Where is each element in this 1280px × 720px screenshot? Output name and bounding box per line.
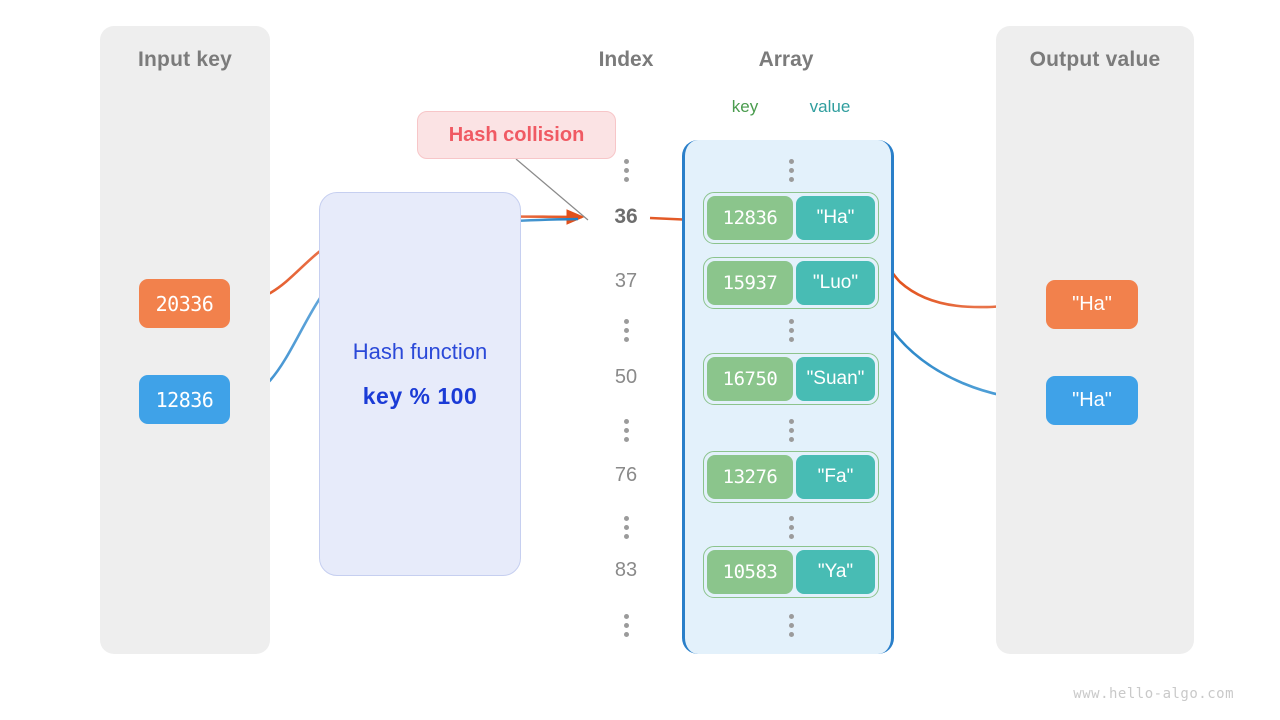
index-ellipsis: [570, 319, 682, 342]
input-key-chip-1[interactable]: 12836: [139, 375, 230, 424]
bucket-value: "Suan": [796, 357, 875, 401]
bucket-key: 15937: [707, 261, 793, 305]
index-label-76: 76: [614, 464, 638, 486]
array-column-header: Array: [758, 48, 814, 71]
array-bucket-16750[interactable]: 16750"Suan": [703, 353, 879, 405]
array-container: 12836"Ha"15937"Luo"16750"Suan"13276"Fa"1…: [682, 140, 894, 654]
bucket-key: 16750: [707, 357, 793, 401]
index-label-37: 37: [614, 270, 638, 292]
array-bucket-10583[interactable]: 10583"Ya": [703, 546, 879, 598]
index-ellipsis: [570, 159, 682, 182]
key-subheader: key: [731, 97, 759, 116]
index-column: 36 37 50 76 83: [570, 140, 682, 652]
index-column-header: Index: [598, 48, 654, 71]
output-value-chip-1[interactable]: "Ha": [1046, 376, 1138, 425]
hash-function-title: Hash function: [352, 339, 488, 364]
output-value-chip-0[interactable]: "Ha": [1046, 280, 1138, 329]
output-value-panel: Output value: [996, 26, 1194, 654]
bucket-value: "Ya": [796, 550, 875, 594]
value-subheader: value: [809, 97, 851, 116]
index-ellipsis: [570, 419, 682, 442]
array-bucket-15937[interactable]: 15937"Luo": [703, 257, 879, 309]
input-key-chip-0[interactable]: 20336: [139, 279, 230, 328]
hash-function-formula: key % 100: [362, 383, 478, 409]
array-bucket-13276[interactable]: 13276"Fa": [703, 451, 879, 503]
array-ellipsis: [685, 319, 897, 342]
input-panel-title: Input key: [138, 48, 232, 71]
input-key-panel: Input key: [100, 26, 270, 654]
index-label-50: 50: [614, 366, 638, 388]
array-ellipsis: [685, 419, 897, 442]
output-panel-title: Output value: [1029, 48, 1161, 71]
index-label-83: 83: [614, 559, 638, 581]
bucket-key: 10583: [707, 550, 793, 594]
array-bucket-12836[interactable]: 12836"Ha": [703, 192, 879, 244]
bucket-key: 13276: [707, 455, 793, 499]
site-watermark: www.hello-algo.com: [1073, 686, 1234, 702]
index-ellipsis: [570, 614, 682, 637]
index-label-36: 36: [614, 205, 638, 228]
bucket-value: "Fa": [796, 455, 875, 499]
bucket-value: "Luo": [796, 261, 875, 305]
array-ellipsis: [685, 614, 897, 637]
array-ellipsis: [685, 159, 897, 182]
hash-function-box: Hash function key % 100: [319, 192, 521, 576]
index-ellipsis: [570, 516, 682, 539]
bucket-key: 12836: [707, 196, 793, 240]
hash-collision-badge: Hash collision: [417, 111, 616, 159]
array-ellipsis: [685, 516, 897, 539]
bucket-value: "Ha": [796, 196, 875, 240]
